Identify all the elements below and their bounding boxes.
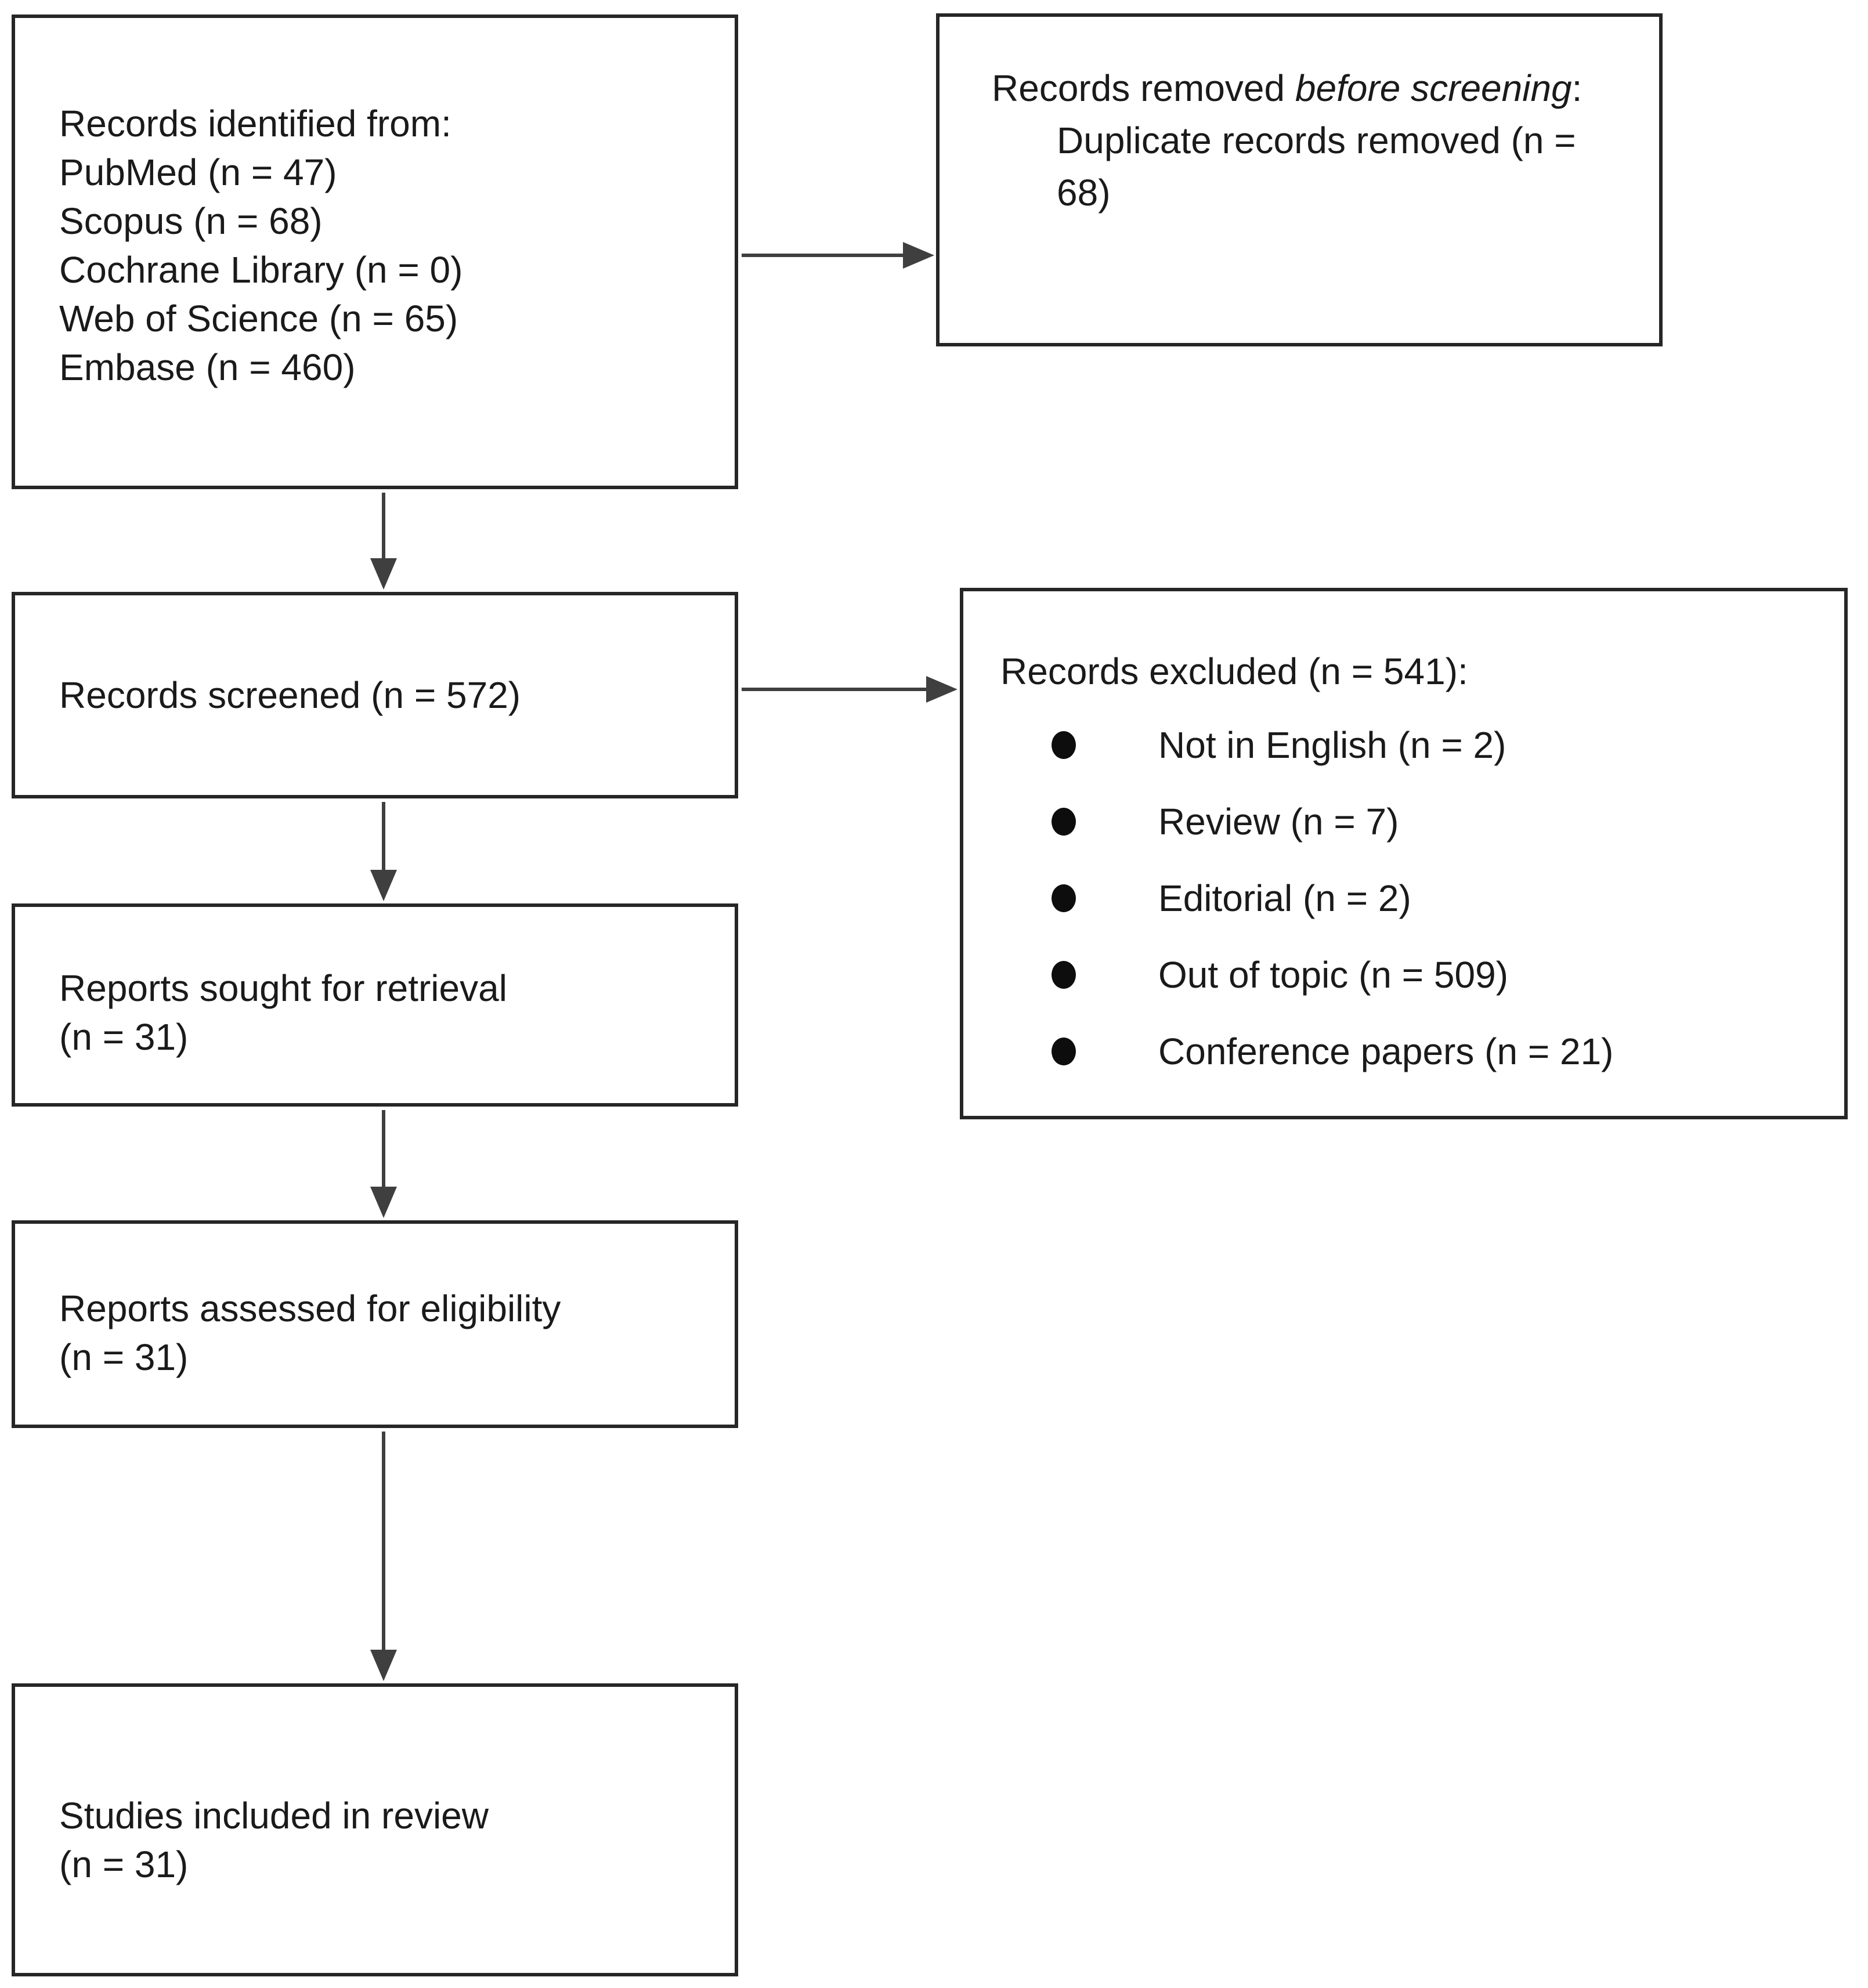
box-records-screened: Records screened (n = 572) — [12, 592, 738, 798]
box-reports-sought-text: Reports sought for retrieval (n = 31) — [15, 907, 735, 1061]
box-records-removed-text: Records removed before screening: Duplic… — [940, 17, 1659, 219]
excluded-reason-review: Review (n = 7) — [1158, 801, 1399, 843]
records-excluded-title: Records excluded (n = 541): — [1000, 650, 1468, 692]
box-reports-sought: Reports sought for retrieval (n = 31) — [12, 903, 738, 1107]
records-identified-title: Records identified from: — [59, 103, 451, 144]
bullet-icon — [1052, 731, 1076, 759]
box-records-removed: Records removed before screening: Duplic… — [936, 13, 1663, 346]
arrow-down-icon — [370, 1187, 397, 1218]
arrow-right-icon — [926, 676, 958, 703]
bullet-icon — [1052, 961, 1076, 989]
reports-sought-count: (n = 31) — [59, 1016, 189, 1058]
list-item: Editorial (n = 2) — [1000, 877, 1821, 920]
list-item: Review (n = 7) — [1000, 800, 1821, 843]
box-records-identified: Records identified from: PubMed (n = 47)… — [12, 15, 738, 489]
box-reports-assessed: Reports assessed for eligibility (n = 31… — [12, 1220, 738, 1428]
box-studies-included: Studies included in review (n = 31) — [12, 1683, 738, 1976]
records-removed-italic: before screening — [1295, 67, 1572, 109]
studies-included-label: Studies included in review — [59, 1795, 489, 1837]
excluded-reason-not-english: Not in English (n = 2) — [1158, 724, 1506, 766]
reports-sought-label: Reports sought for retrieval — [59, 967, 507, 1009]
arrow-sought-to-assessed-line — [382, 1110, 385, 1189]
arrow-down-icon — [370, 558, 397, 590]
bullet-icon — [1052, 808, 1076, 836]
excluded-reason-editorial: Editorial (n = 2) — [1158, 877, 1411, 919]
reports-assessed-count: (n = 31) — [59, 1336, 189, 1378]
arrow-right-icon — [903, 242, 934, 269]
arrow-down-icon — [370, 870, 397, 901]
box-studies-included-text: Studies included in review (n = 31) — [15, 1687, 735, 1889]
records-removed-suffix: : — [1571, 67, 1582, 109]
list-item: Conference papers (n = 21) — [1000, 1030, 1821, 1073]
arrow-assessed-to-included-line — [382, 1432, 385, 1652]
box-records-identified-text: Records identified from: PubMed (n = 47)… — [15, 18, 735, 392]
bullet-icon — [1052, 884, 1076, 912]
bullet-icon — [1052, 1038, 1076, 1065]
arrow-identified-to-removed-line — [742, 254, 905, 257]
list-item: Out of topic (n = 509) — [1000, 953, 1821, 996]
studies-included-count: (n = 31) — [59, 1844, 189, 1885]
list-item: Not in English (n = 2) — [1000, 724, 1821, 767]
duplicates-removed-detail: Duplicate records removed (n = 68) — [1057, 120, 1576, 214]
arrow-screened-to-sought-line — [382, 802, 385, 873]
source-cochrane: Cochrane Library (n = 0) — [59, 249, 463, 291]
source-pubmed: PubMed (n = 47) — [59, 151, 337, 193]
excluded-reasons-list: Not in English (n = 2) Review (n = 7) Ed… — [1000, 724, 1821, 1073]
excluded-reason-conference-papers: Conference papers (n = 21) — [1158, 1031, 1614, 1072]
box-records-excluded: Records excluded (n = 541): Not in Engli… — [960, 588, 1848, 1119]
arrow-screened-to-excluded-line — [742, 688, 928, 691]
records-screened-label: Records screened (n = 572) — [59, 674, 521, 716]
source-scopus: Scopus (n = 68) — [59, 200, 323, 242]
source-embase: Embase (n = 460) — [59, 346, 356, 388]
arrow-down-icon — [370, 1650, 397, 1681]
box-records-screened-text: Records screened (n = 572) — [15, 595, 735, 795]
source-web-of-science: Web of Science (n = 65) — [59, 298, 458, 339]
reports-assessed-label: Reports assessed for eligibility — [59, 1288, 561, 1329]
box-reports-assessed-text: Reports assessed for eligibility (n = 31… — [15, 1224, 735, 1382]
arrow-identified-to-screened-line — [382, 493, 385, 560]
records-removed-title: Records removed before screening: — [992, 62, 1630, 114]
records-removed-prefix: Records removed — [992, 67, 1295, 109]
excluded-reason-out-of-topic: Out of topic (n = 509) — [1158, 954, 1508, 996]
box-records-excluded-text: Records excluded (n = 541): Not in Engli… — [963, 591, 1844, 1073]
